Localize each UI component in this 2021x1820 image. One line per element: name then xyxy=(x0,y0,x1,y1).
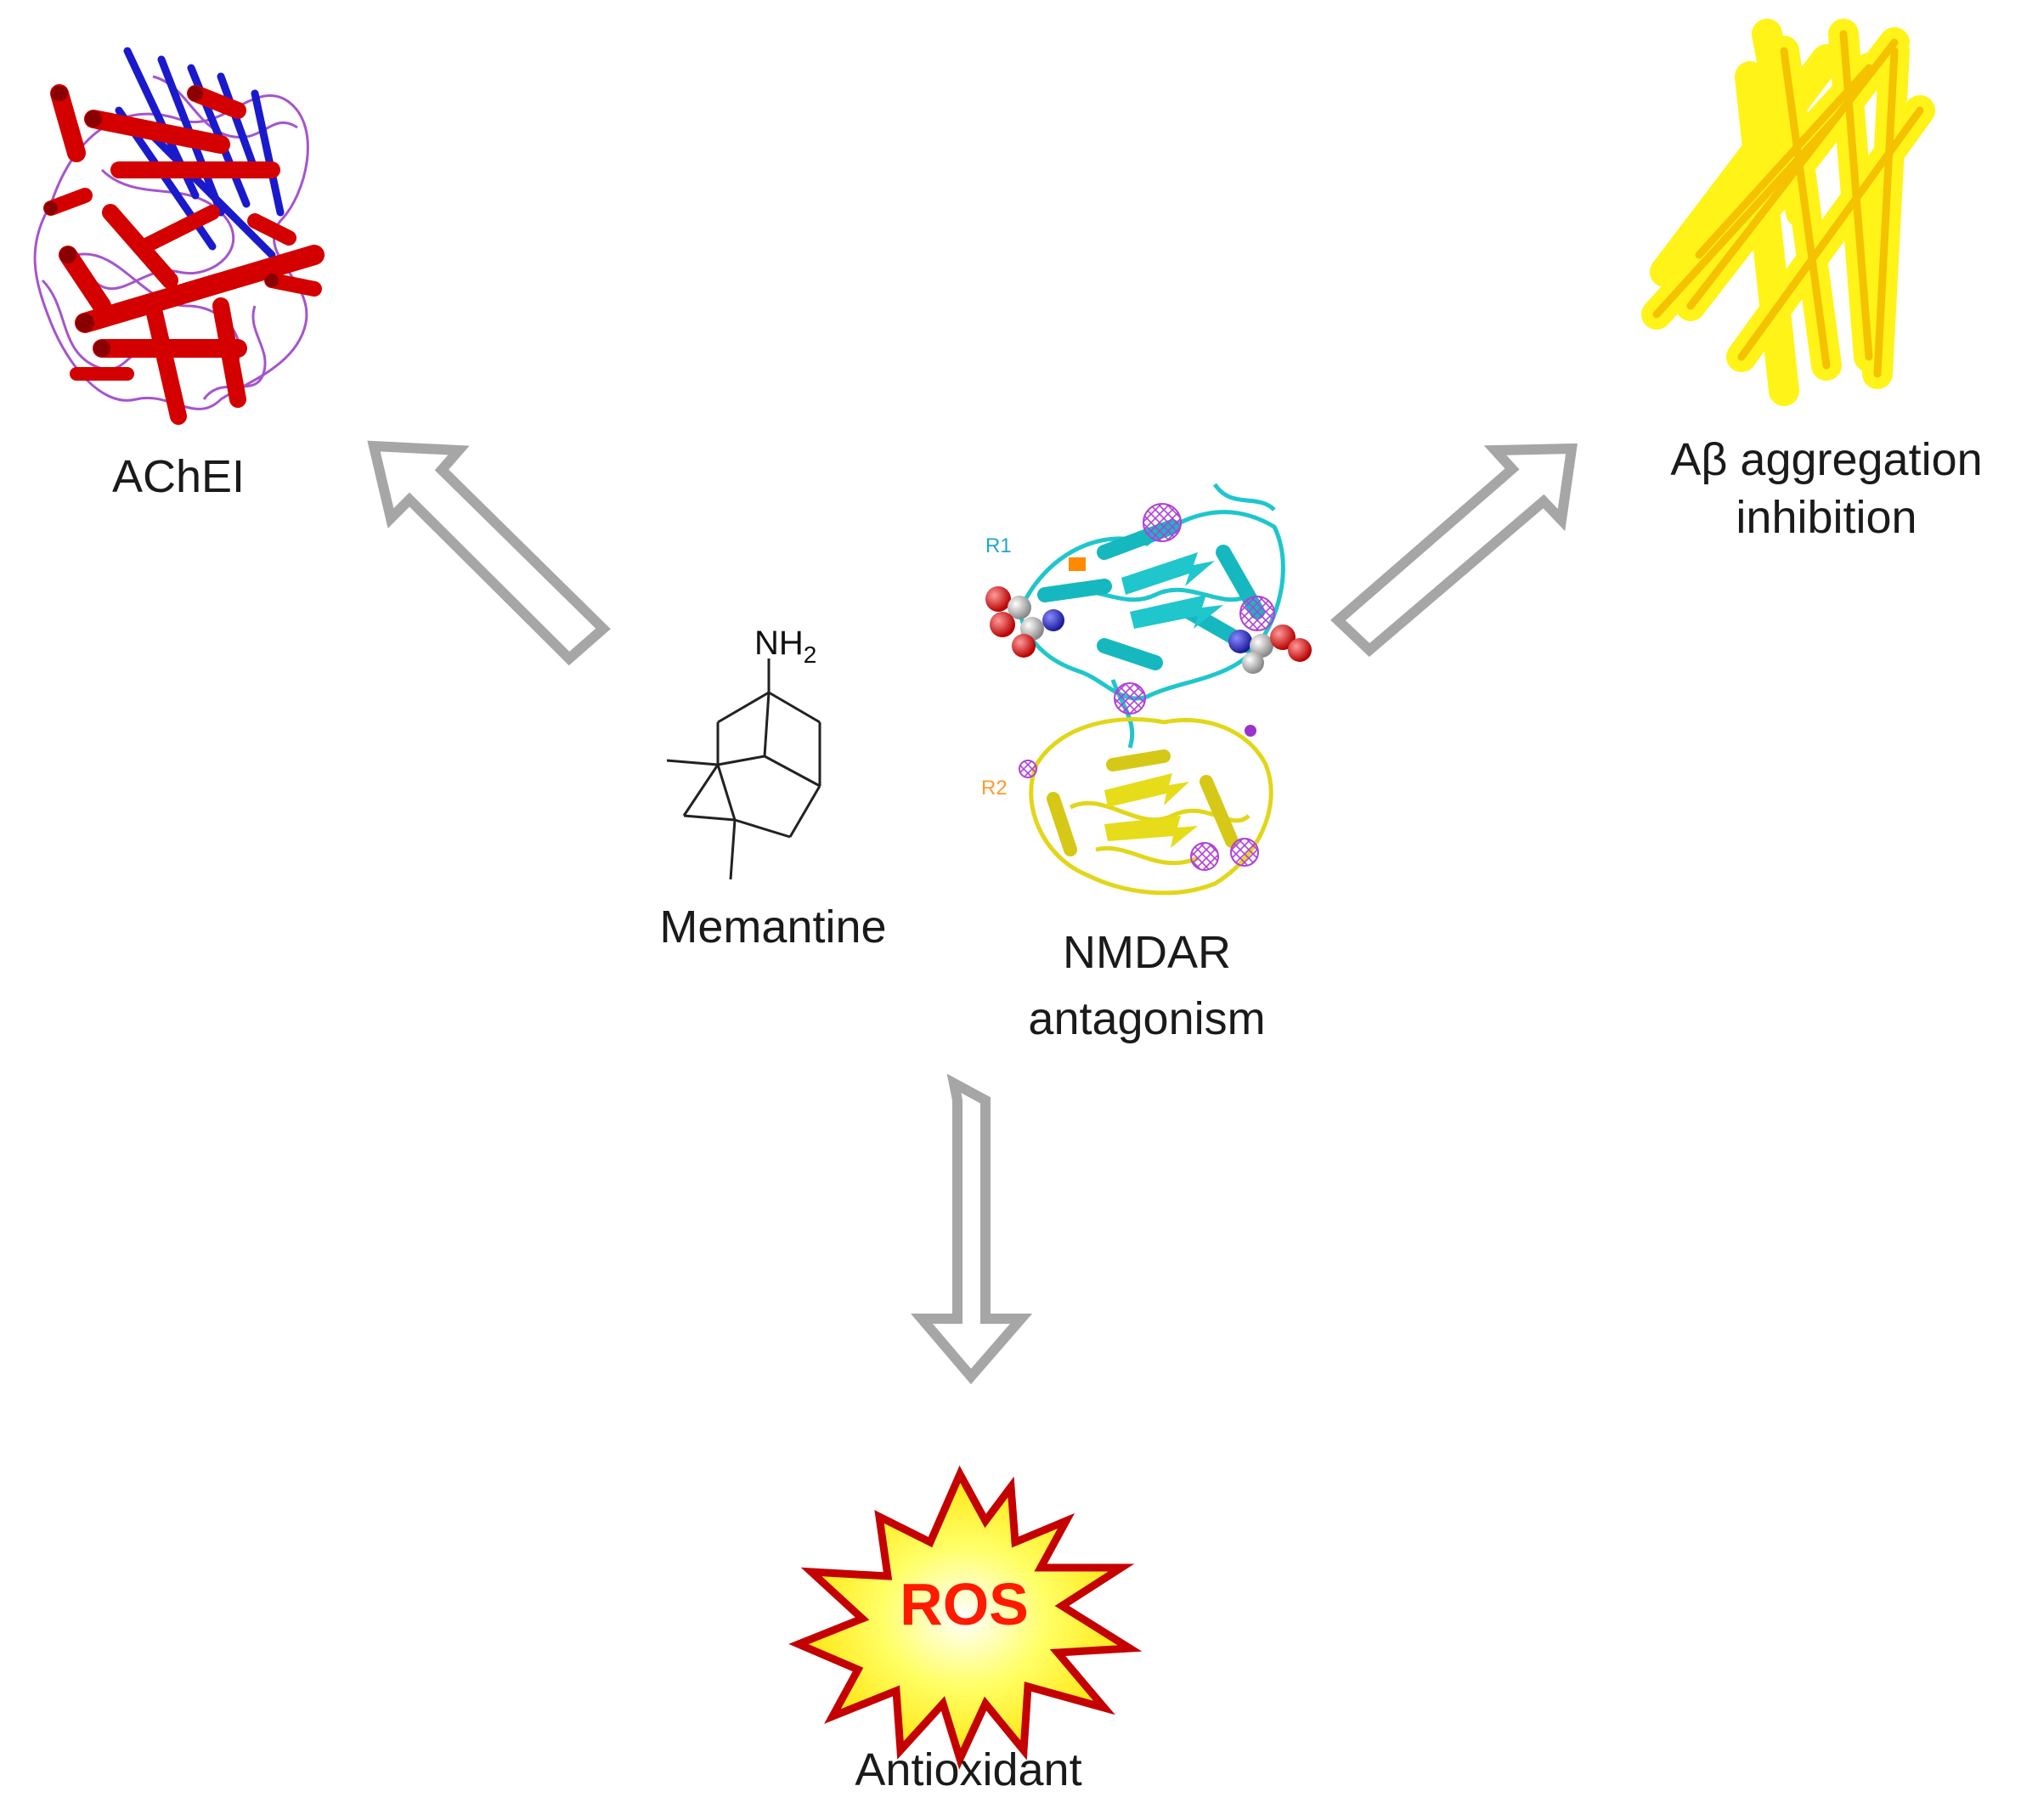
ache-protein-icon xyxy=(33,47,325,425)
abeta-label-line1: Aβ aggregation xyxy=(1670,434,1983,485)
ligand-right-icon xyxy=(1228,625,1312,674)
nh2-label: NH2 xyxy=(754,625,816,668)
arrow-to-ros xyxy=(910,1073,1033,1385)
ache-label: AChEI xyxy=(111,451,246,502)
antioxidant-label: Antioxidant xyxy=(855,1744,1082,1795)
nmdar-structure-icon: R1 R2 xyxy=(981,483,1312,896)
arrow-to-abeta xyxy=(1330,443,1578,658)
nmdar-label-line1: NMDAR xyxy=(1063,927,1231,978)
region-r2-label: R2 xyxy=(981,777,1008,800)
nmdar-label-line2: antagonism xyxy=(1028,993,1266,1045)
ligand-left-icon xyxy=(985,586,1064,658)
memantine-label: Memantine xyxy=(659,902,887,952)
abeta-label-line2: inhibition xyxy=(1736,491,1917,543)
nmdar-label: NMDAR antagonism xyxy=(985,919,1308,1053)
abeta-fibril-icon xyxy=(1641,19,1935,406)
ros-label: ROS xyxy=(900,1571,1029,1637)
memantine-structure-icon xyxy=(666,658,821,880)
arrow-to-ache xyxy=(367,440,611,666)
ros-starburst-icon xyxy=(788,1465,1143,1770)
region-r1-label: R1 xyxy=(985,534,1012,557)
abeta-label: Aβ aggregation inhibition xyxy=(1635,432,2018,546)
